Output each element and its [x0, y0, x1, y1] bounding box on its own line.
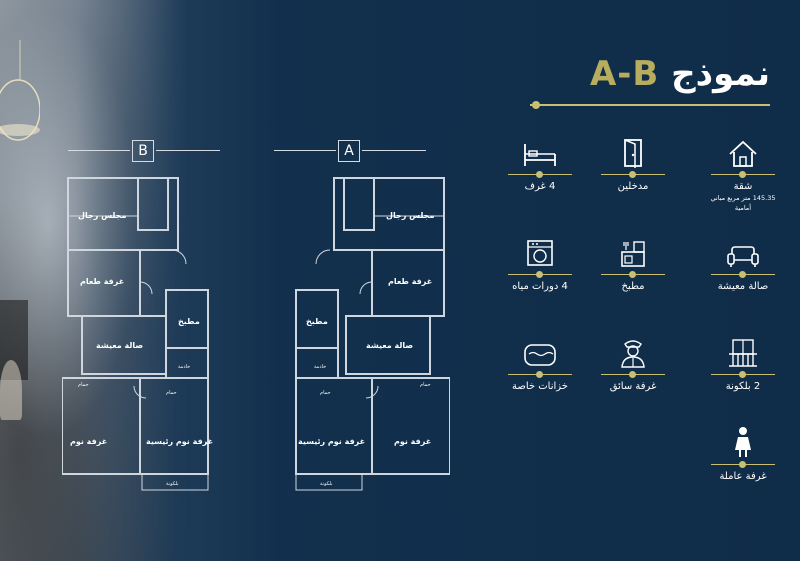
feature-driver-room: غرفة سائق — [578, 334, 688, 393]
feature-label: 2 بلكونة — [725, 381, 761, 392]
feature-label: 4 دورات مياه — [512, 281, 568, 292]
feature-label: غرفة سائق — [609, 381, 657, 392]
feature-bathrooms: 4 دورات مياه — [485, 234, 595, 293]
feature-label: خزانات خاصة — [512, 381, 568, 392]
feature-kitchen: مطبخ — [578, 234, 688, 293]
lamp — [0, 360, 22, 420]
room-balcony-b: بلكونة — [166, 481, 178, 487]
room-living-b: صالة معيشة — [96, 341, 143, 350]
sofa-icon — [727, 246, 759, 267]
model-title: نموذج A-B — [510, 54, 770, 94]
plan-label-a: A — [338, 140, 360, 162]
room-maid-a: خادمة — [314, 364, 326, 370]
washing-machine-icon — [527, 240, 553, 266]
room-balcony-a: بلكونة — [320, 481, 332, 487]
bed-icon — [524, 144, 556, 166]
room-kitchen-b: مطبخ — [178, 317, 200, 326]
room-bath2-a: حمام — [320, 390, 331, 396]
room-living-a: صالة معيشة — [366, 341, 413, 350]
room-bath2-b: حمام — [166, 390, 177, 396]
plan-header-b: B — [68, 140, 220, 162]
balcony-icon — [729, 339, 757, 367]
feature-label: غرفة عاملة — [719, 471, 767, 482]
room-bath-b: حمام — [78, 382, 89, 388]
feature-label: صالة معيشة — [717, 281, 769, 292]
feature-water-tanks: خزانات خاصة — [485, 334, 595, 393]
feature-entrances: مدخلين — [578, 134, 688, 193]
chandelier-icon — [0, 40, 40, 141]
title-text: نموذج — [671, 54, 770, 94]
plan-header-a: A — [274, 140, 426, 162]
feature-rooms: 4 غرف — [485, 134, 595, 193]
room-maid-b: خادمة — [178, 364, 190, 370]
room-bedroom-a: غرفة نوم — [394, 437, 431, 446]
feature-maid-room: غرفة عاملة — [688, 424, 798, 483]
woman-icon — [735, 427, 751, 457]
floor-plan-b: مجلس رجال غرفة طعام مطبخ صالة معيشة خادم… — [62, 177, 213, 491]
room-bath-a: حمام — [420, 382, 431, 388]
room-kitchen-a: مطبخ — [306, 317, 328, 326]
feature-label: 4 غرف — [524, 181, 556, 192]
driver-icon — [621, 340, 645, 368]
floor-plan-a: مجلس رجال غرفة طعام مطبخ صالة معيشة خادم… — [295, 177, 450, 491]
feature-label: شقة — [733, 181, 753, 192]
kitchen-icon — [621, 241, 645, 267]
house-icon — [729, 140, 757, 167]
feature-label: مطبخ — [621, 281, 645, 292]
plan-label-b: B — [132, 140, 154, 162]
title-accent: A-B — [589, 54, 660, 94]
room-bedroom-b: غرفة نوم — [70, 437, 107, 446]
feature-label: مدخلين — [617, 181, 649, 192]
room-majlis-a: مجلس رجال — [386, 211, 434, 221]
room-master-b: غرفة نوم رئيسية — [146, 437, 213, 446]
water-tank-icon — [524, 344, 556, 366]
title-underline — [530, 101, 770, 109]
feature-balcony: 2 بلكونة — [688, 334, 798, 393]
room-dining-b: غرفة طعام — [80, 277, 124, 286]
feature-apartment: شقة 145.35 متر مربع مباني أمامية — [688, 134, 798, 213]
door-icon — [624, 139, 642, 168]
room-majlis-b: مجلس رجال — [78, 211, 126, 221]
feature-sub: أمامية — [734, 204, 752, 212]
room-dining-a: غرفة طعام — [388, 277, 432, 286]
feature-sub: 145.35 متر مربع مباني — [710, 194, 776, 202]
feature-living: صالة معيشة — [688, 234, 798, 293]
interior-photo — [0, 0, 190, 561]
room-master-a: غرفة نوم رئيسية — [298, 437, 365, 446]
